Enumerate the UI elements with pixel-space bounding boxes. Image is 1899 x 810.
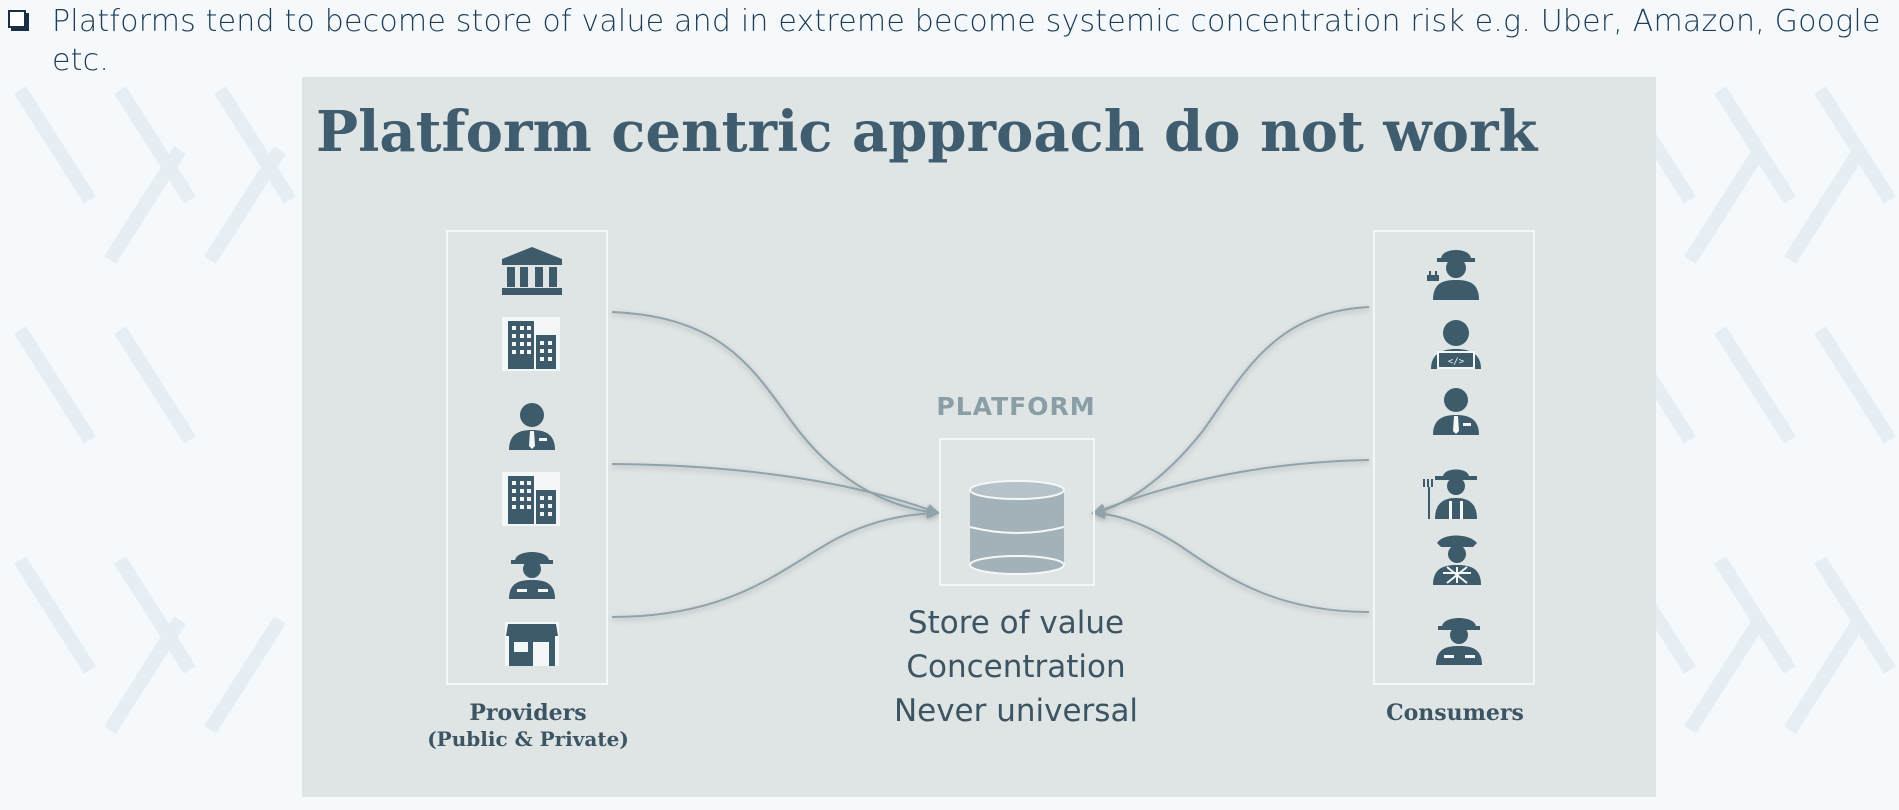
office-building-icon [502, 317, 560, 371]
bullet-text: Platforms tend to become store of value … [52, 4, 1881, 78]
police-officer-icon [1433, 535, 1481, 585]
slide-background [302, 77, 1656, 797]
construction-worker-icon [509, 552, 555, 599]
bullet-point: Platforms tend to become store of value … [8, 2, 1888, 80]
consumers-box [1373, 230, 1535, 685]
businessman-icon [509, 403, 555, 450]
platform-point: Concentration [906, 649, 1125, 685]
diagram-canvas: Platform centric approach do not work PL… [302, 77, 1656, 797]
storefront-icon [505, 622, 559, 666]
connector-line [1091, 507, 1370, 613]
farmer-icon [1423, 469, 1477, 519]
platform-diagram: Platform centric approach do not work PL… [302, 77, 1656, 797]
providers-sublabel: (Public & Private) [427, 727, 629, 751]
providers-label: Providers [469, 700, 586, 726]
database-icon [969, 480, 1065, 575]
svg-text:</>: </> [1448, 357, 1465, 367]
office-building-icon [502, 472, 560, 526]
government-building-icon [502, 247, 562, 295]
electrician-icon [1427, 250, 1479, 300]
connector-line [611, 507, 941, 618]
connector-line [1091, 459, 1370, 515]
construction-worker-icon [1436, 618, 1482, 665]
diagram-title: Platform centric approach do not work [316, 99, 1538, 165]
connector-line [611, 311, 941, 518]
businessman-icon [1433, 388, 1479, 435]
platform-point: Store of value [908, 605, 1124, 641]
connector-line [1091, 306, 1370, 517]
checkbox-icon [8, 10, 29, 31]
developer-icon: </> [1431, 320, 1481, 369]
consumers-label: Consumers [1386, 700, 1524, 726]
platform-label: PLATFORM [936, 392, 1095, 421]
platform-point: Never universal [894, 693, 1138, 729]
platform-box [939, 438, 1095, 586]
connector-line [611, 463, 941, 515]
providers-box [446, 230, 608, 685]
